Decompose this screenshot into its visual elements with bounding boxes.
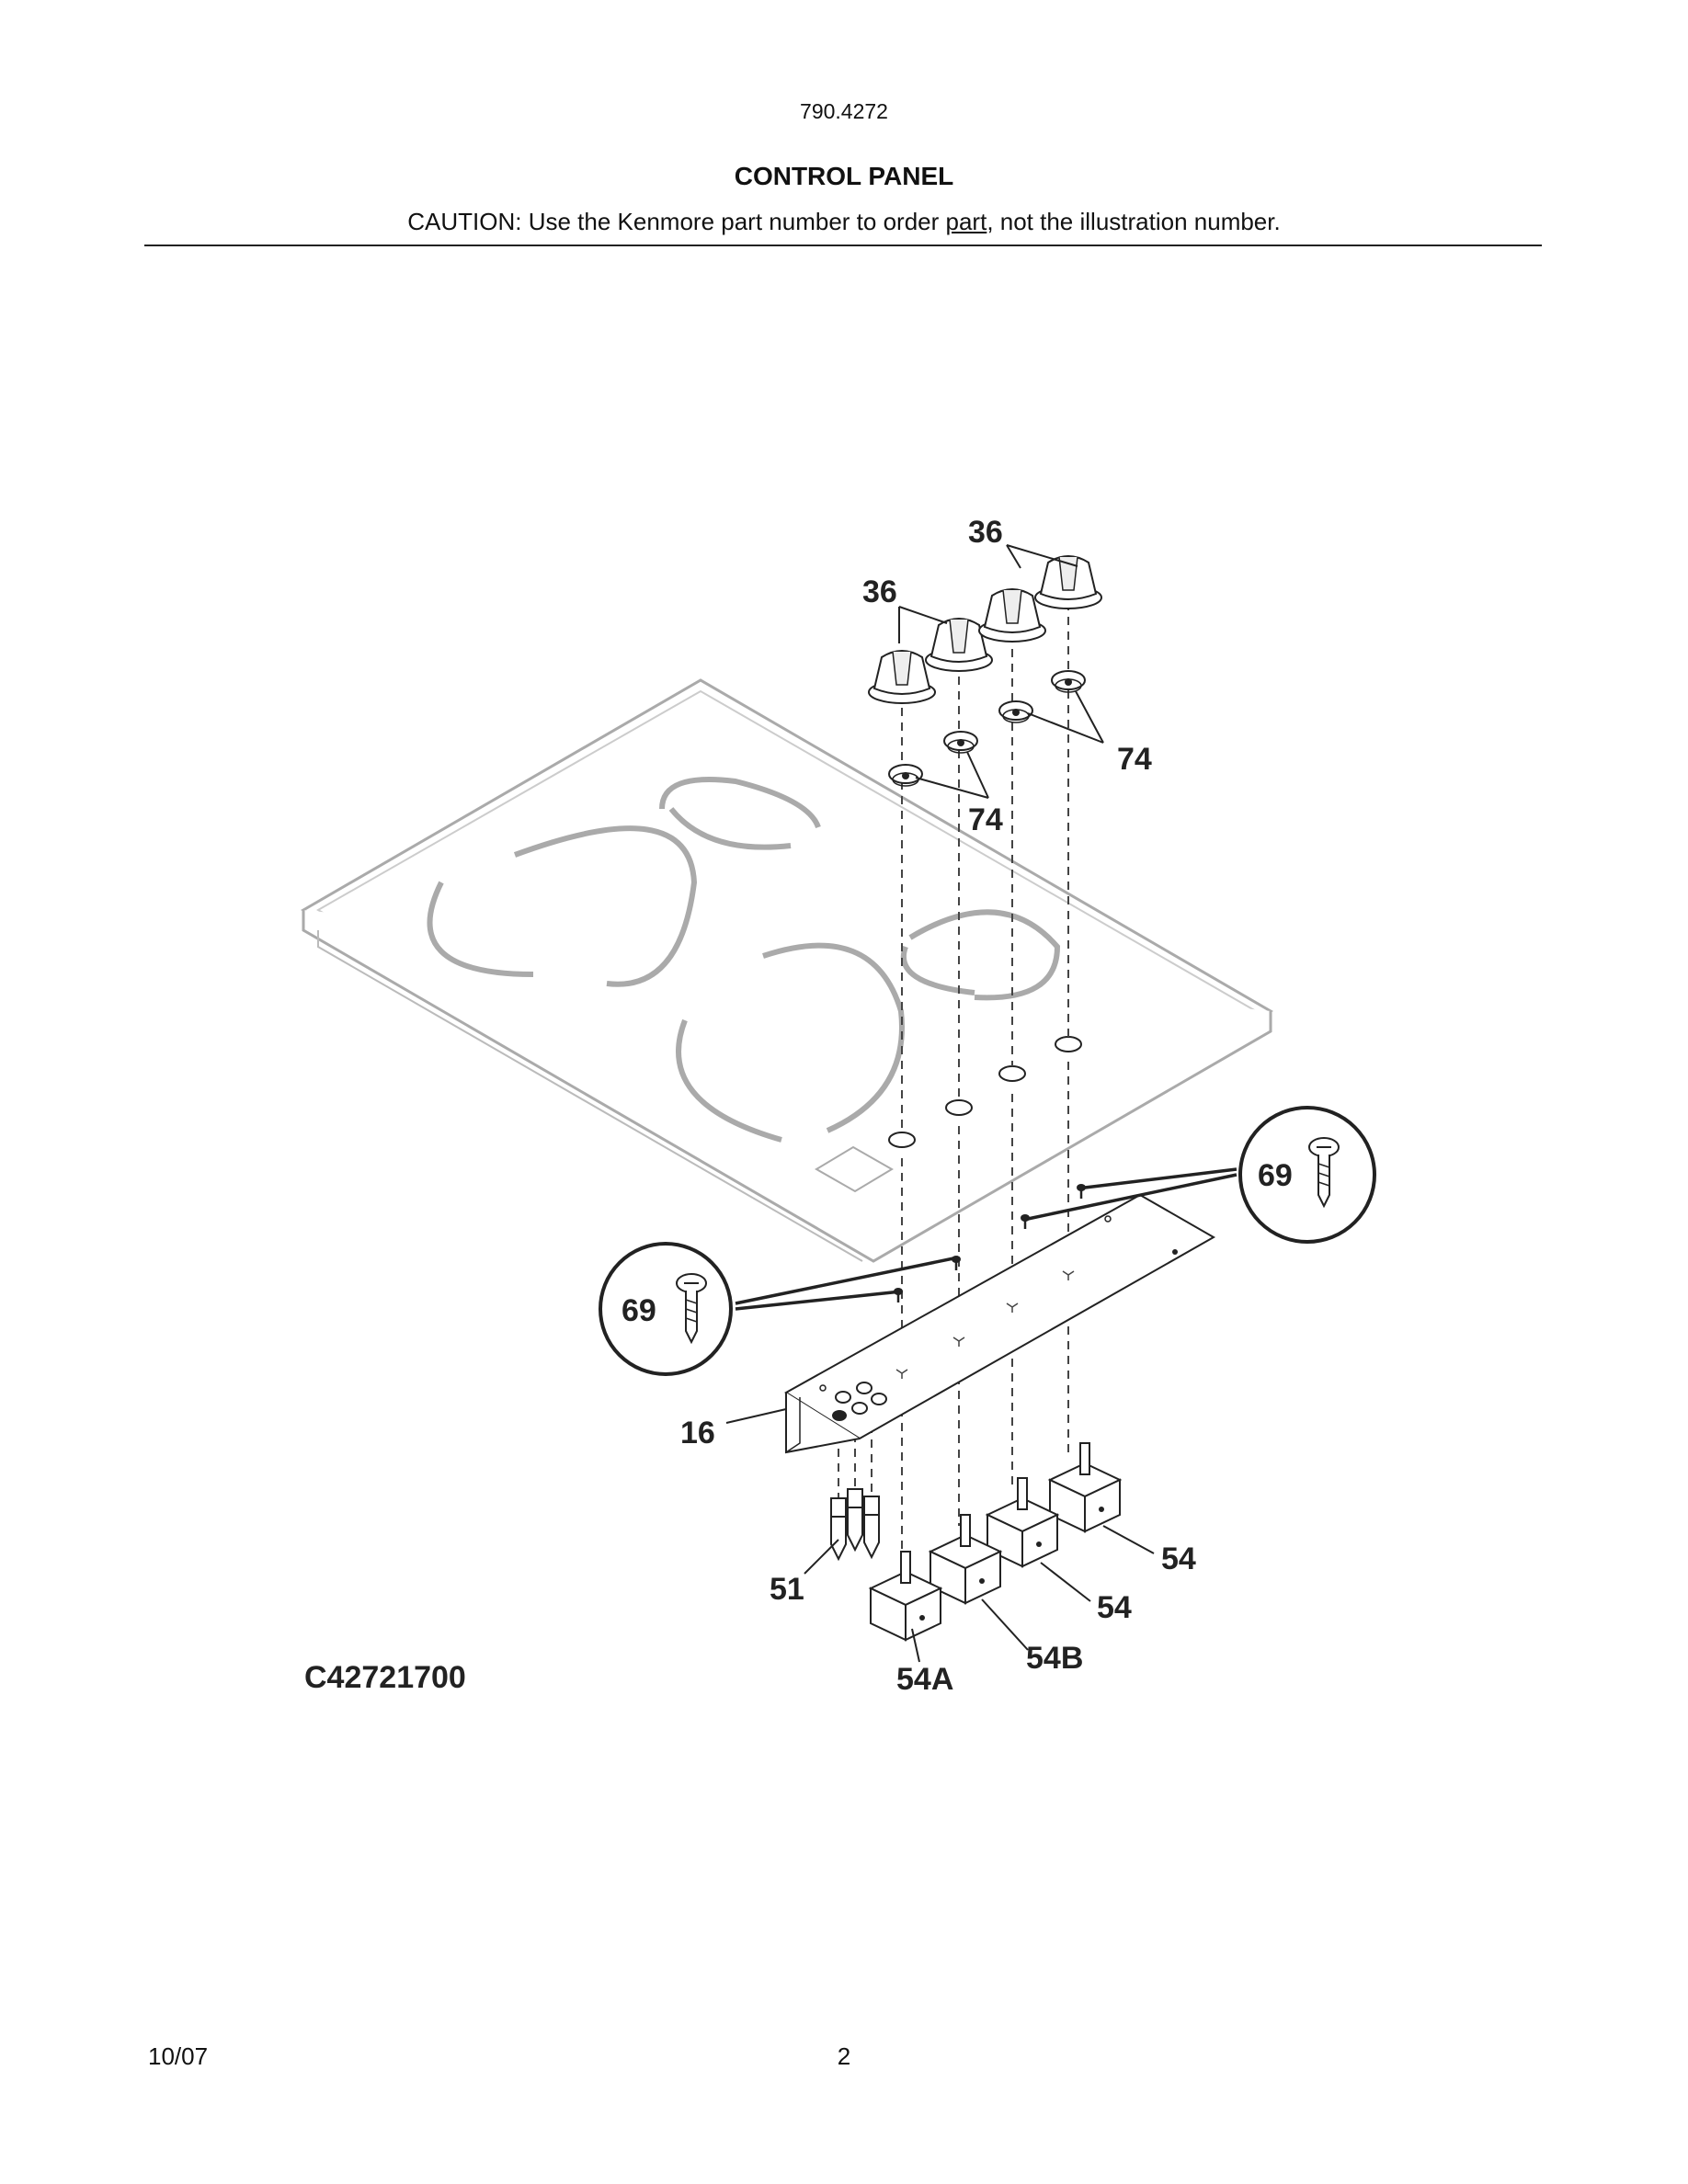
- bezel-leader-lines: [915, 690, 1104, 799]
- callout-switch-b: 54B: [1026, 1641, 1083, 1676]
- callout-switch-a: 54A: [896, 1662, 953, 1697]
- model-number: 790.4272: [800, 99, 888, 123]
- caution-text-end: , not the illustration number.: [987, 208, 1281, 235]
- callout-knob-upper: 36: [968, 515, 1003, 550]
- callout-bezel-left: 74: [968, 802, 1003, 837]
- switch-leader-lines: [911, 1525, 1155, 1663]
- indicator-lights: [830, 1488, 880, 1562]
- callout-screw-left: 69: [622, 1293, 656, 1328]
- cooktop-glass: [301, 678, 1273, 1263]
- callout-switch-right: 54: [1097, 1590, 1132, 1625]
- footer-date: 10/07: [148, 2042, 209, 2070]
- header-rule: [144, 245, 1542, 246]
- page-title: CONTROL PANEL: [734, 162, 954, 190]
- switch-group: [870, 1442, 1121, 1641]
- caution-note: CAUTION: Use the Kenmore part number to …: [0, 208, 1688, 236]
- screw-callout-right: [1027, 1106, 1376, 1244]
- control-bracket: [784, 1193, 1216, 1454]
- knob-leader-lines: [898, 544, 1078, 643]
- page-number: 2: [837, 2042, 851, 2070]
- callout-bracket: 16: [680, 1416, 715, 1450]
- indicator-leader: [804, 1539, 839, 1575]
- caution-text-start: CAUTION: Use the Kenmore part number to …: [407, 208, 946, 235]
- screw-callout-left: [599, 1242, 959, 1376]
- callout-bezel-right: 74: [1117, 742, 1152, 777]
- bracket-leader: [725, 1408, 787, 1424]
- callout-indicator: 51: [770, 1572, 804, 1607]
- callout-knob-left: 36: [862, 574, 897, 609]
- diagram-code: C42721700: [304, 1660, 466, 1695]
- callout-screw-right: 69: [1258, 1158, 1293, 1193]
- caution-underlined-word: part: [945, 208, 987, 235]
- callout-switch-right-top: 54: [1161, 1541, 1196, 1576]
